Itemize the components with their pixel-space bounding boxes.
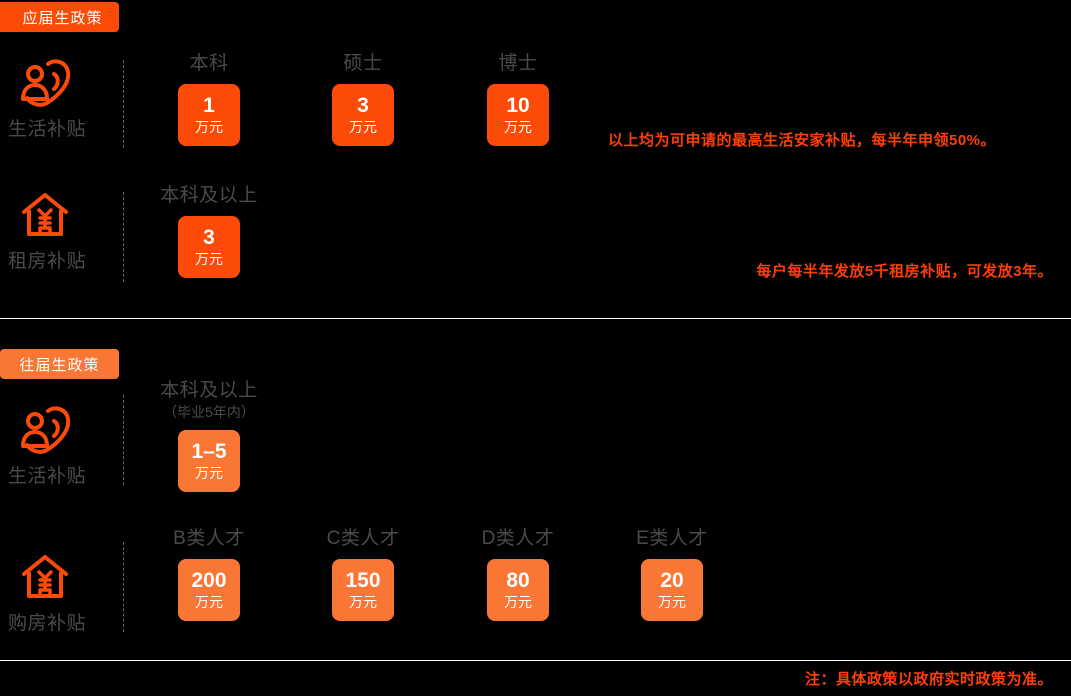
value-column-bachelor: 本科 1 万元: [129, 52, 289, 146]
value-column-master: 硕士 3 万元: [283, 52, 443, 146]
section-badge-past-graduate: 往届生政策: [0, 349, 119, 379]
house-with-yuan-icon: [18, 190, 72, 240]
row-divider-dashed: [123, 542, 124, 632]
amount-unit: 万元: [504, 118, 532, 135]
category-label: 购房补贴: [8, 613, 87, 634]
amount-box: 150 万元: [332, 559, 394, 621]
amount-unit: 万元: [658, 593, 686, 610]
column-title: 本科: [189, 53, 229, 74]
row-divider-dashed: [123, 60, 124, 148]
note-rent-subsidy: 每户每半年发放5千租房补贴，可发放3年。: [756, 263, 1053, 280]
row-divider-dashed: [123, 395, 124, 485]
category-home-purchase-subsidy: 购房补贴: [8, 552, 118, 635]
amount-value: 10: [506, 93, 530, 117]
amount-unit: 万元: [504, 593, 532, 610]
value-column-doctor: 博士 10 万元: [438, 52, 598, 146]
amount-value: 80: [506, 568, 530, 592]
value-column-talent-b: B类人才 200 万元: [129, 527, 289, 621]
row-divider-dashed: [123, 192, 124, 282]
amount-box: 200 万元: [178, 559, 240, 621]
amount-unit: 万元: [349, 118, 377, 135]
value-column-bachelor-and-above: 本科及以上 3 万元: [129, 184, 289, 278]
category-label: 生活补贴: [8, 119, 87, 140]
column-title: D类人才: [481, 528, 555, 549]
section-badge-label: 往届生政策: [19, 356, 100, 374]
amount-unit: 万元: [195, 118, 223, 135]
amount-value: 150: [345, 568, 381, 592]
category-living-subsidy-fresh: 生活补贴: [8, 58, 118, 141]
value-column-talent-c: C类人才 150 万元: [283, 527, 443, 621]
amount-unit: 万元: [195, 250, 223, 267]
column-subtitle: （毕业5年内）: [163, 404, 255, 420]
column-title: 博士: [498, 53, 538, 74]
value-column-bachelor-within-5-years: 本科及以上 （毕业5年内） 1–5 万元: [129, 379, 289, 492]
amount-value: 3: [203, 225, 215, 249]
amount-value: 20: [660, 568, 684, 592]
category-label: 生活补贴: [8, 466, 87, 487]
category-living-subsidy-past: 生活补贴: [8, 405, 118, 488]
amount-value: 200: [191, 568, 227, 592]
category-rent-subsidy-fresh: 租房补贴: [8, 190, 118, 273]
amount-unit: 万元: [349, 593, 377, 610]
amount-value: 1: [203, 93, 215, 117]
house-with-yuan-icon: [18, 552, 72, 602]
column-title: 硕士: [343, 53, 383, 74]
person-in-heart-icon: [18, 405, 72, 455]
value-column-talent-e: E类人才 20 万元: [592, 527, 752, 621]
column-title: E类人才: [636, 528, 708, 549]
section-badge-fresh-graduate: 应届生政策: [0, 2, 119, 32]
section-divider: [0, 318, 1071, 319]
amount-box: 1–5 万元: [178, 430, 240, 492]
footnote: 注：具体政策以政府实时政策为准。: [804, 671, 1053, 688]
footer-divider: [0, 660, 1071, 661]
note-living-subsidy: 以上均为可申请的最高生活安家补贴，每半年申领50%。: [608, 132, 997, 149]
amount-box: 20 万元: [641, 559, 703, 621]
amount-box: 10 万元: [487, 84, 549, 146]
amount-box: 3 万元: [332, 84, 394, 146]
column-title: B类人才: [173, 528, 245, 549]
column-title: C类人才: [326, 528, 400, 549]
person-in-heart-icon: [18, 58, 72, 108]
section-badge-label: 应届生政策: [22, 9, 103, 27]
amount-box: 3 万元: [178, 216, 240, 278]
value-column-talent-d: D类人才 80 万元: [438, 527, 598, 621]
amount-box: 80 万元: [487, 559, 549, 621]
amount-unit: 万元: [195, 464, 223, 481]
amount-unit: 万元: [195, 593, 223, 610]
column-title: 本科及以上: [160, 380, 258, 401]
amount-box: 1 万元: [178, 84, 240, 146]
column-title: 本科及以上: [160, 185, 258, 206]
category-label: 租房补贴: [8, 251, 87, 272]
amount-value: 3: [357, 93, 369, 117]
amount-value: 1–5: [191, 439, 227, 463]
